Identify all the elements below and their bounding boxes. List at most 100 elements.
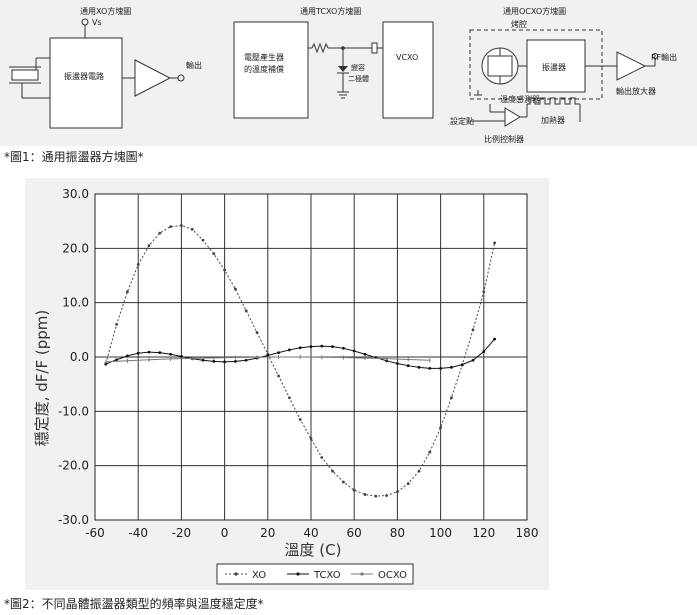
data-point-tcxo — [363, 352, 367, 356]
grid-lines — [95, 194, 527, 520]
data-point-xo — [126, 290, 129, 294]
ocxo-crystal-icon — [474, 47, 527, 96]
x-tick-label: -60 — [85, 526, 105, 540]
x-tick-label: 100 — [429, 526, 452, 540]
series-lines — [104, 224, 496, 498]
data-point-tcxo — [385, 359, 388, 363]
data-point-xo — [320, 456, 324, 459]
vcxo-label: VCXO — [396, 53, 418, 62]
block-diagram-svg: 通用XO方塊圖 Vs 振盪器電路 輸出 通用TCXO方塊圖 電壓產生器 的溫度補… — [9, 6, 677, 144]
data-point-tcxo — [201, 358, 205, 362]
data-point-tcxo — [158, 351, 162, 355]
data-point-tcxo — [180, 355, 183, 358]
data-point-tcxo — [406, 364, 410, 368]
data-point-tcxo — [428, 367, 432, 370]
data-point-xo — [331, 469, 334, 473]
data-point-tcxo — [471, 358, 475, 362]
x-tick-label: -20 — [172, 526, 192, 540]
xo-vs-label: Vs — [92, 18, 102, 27]
data-point-xo — [428, 450, 432, 454]
output-amp-label: 輸出放大器 — [616, 86, 656, 96]
y-tick-label: 10.0 — [62, 296, 89, 310]
x-axis-label: 溫度 (C) — [285, 541, 342, 559]
data-point-xo — [385, 494, 388, 497]
y-tick-label: -20.0 — [58, 459, 89, 473]
data-point-xo — [309, 437, 313, 440]
vcxo-block — [382, 21, 434, 119]
capacitor-icon — [371, 42, 383, 54]
data-point-tcxo — [212, 359, 216, 363]
resistor-icon — [308, 42, 372, 54]
data-point-tcxo — [147, 350, 151, 354]
data-point-tcxo — [320, 344, 324, 348]
y-tick-label: 30.0 — [62, 187, 89, 201]
tcxo-generator-block — [233, 21, 309, 119]
figure2-caption: *圖2：不同晶體振盪器類型的頻率與溫度穩定度* — [4, 597, 264, 611]
x-tick-label: 20 — [260, 526, 275, 540]
data-point-xo — [201, 238, 205, 242]
data-point-tcxo — [298, 346, 302, 350]
data-point-tcxo — [439, 367, 442, 370]
oven-enclosure — [469, 29, 603, 100]
xo-title: 通用XO方塊圖 — [80, 6, 131, 16]
legend-label-tcxo: TCXO — [313, 570, 341, 581]
ocxo-amplifier-icon — [616, 51, 647, 81]
x-tick-label: -40 — [128, 526, 148, 540]
crystal-icon — [9, 57, 50, 99]
data-point-tcxo — [288, 348, 291, 352]
x-tick-label: 40 — [303, 526, 318, 540]
figure1-caption: *圖1：通用振盪器方塊圖* — [4, 150, 144, 164]
data-point-tcxo — [234, 359, 237, 363]
y-axis-label: 穩定度, dF/F (ppm) — [33, 310, 51, 447]
data-point-tcxo — [277, 351, 280, 355]
data-point-xo — [406, 482, 410, 485]
xo-output-terminal — [177, 74, 185, 82]
y-tick-label: 20.0 — [62, 241, 89, 255]
data-point-xo — [234, 287, 237, 291]
data-point-xo — [115, 323, 118, 326]
x-tick-label: 180 — [516, 526, 539, 540]
data-point-xo — [223, 268, 227, 272]
data-point-xo — [169, 225, 173, 228]
y-tick-labels: 30.020.010.00.0-10.0-20.0-30.0 — [58, 187, 89, 527]
data-point-xo — [180, 224, 183, 227]
data-point-xo — [482, 290, 486, 294]
data-point-xo — [417, 469, 421, 473]
heater-label: 加熱器 — [541, 115, 565, 125]
data-point-tcxo — [493, 337, 496, 341]
data-point-tcxo — [244, 358, 248, 362]
data-point-xo — [288, 396, 291, 400]
data-point-xo — [471, 328, 475, 332]
data-point-xo — [136, 263, 140, 267]
x-tick-label: 80 — [390, 526, 405, 540]
data-point-tcxo — [169, 352, 173, 356]
rf-output-label: RF輸出 — [651, 52, 677, 62]
data-point-xo — [352, 488, 356, 492]
controller-amp-icon — [470, 104, 528, 127]
y-tick-label: -30.0 — [58, 513, 89, 527]
xo-oscillator-block — [49, 37, 123, 129]
oven-label: 烤腔 — [511, 19, 527, 29]
rf-output-terminal — [652, 53, 658, 59]
x-tick-label: 120 — [472, 526, 495, 540]
data-point-xo — [374, 494, 378, 498]
legend-marker-tcxo — [296, 572, 300, 576]
data-point-tcxo — [460, 363, 464, 367]
data-point-xo — [396, 490, 399, 494]
data-point-xo — [493, 241, 496, 245]
legend-marker-ocxo — [360, 572, 364, 576]
data-point-tcxo — [126, 354, 129, 358]
tcxo-generator-label-2: 的溫度補償 — [244, 64, 284, 74]
ocxo-oscillator-label: 振盪器 — [542, 62, 566, 72]
data-point-tcxo — [450, 365, 453, 369]
setpoint-label: 設定點 — [450, 116, 474, 126]
legend-box — [216, 563, 414, 585]
data-point-tcxo — [309, 345, 313, 349]
y-tick-label: -10.0 — [58, 404, 89, 418]
data-point-xo — [147, 244, 151, 248]
data-point-xo — [363, 493, 367, 496]
tcxo-generator-label-1: 電壓產生器 — [244, 52, 284, 62]
controller-label: 比例控制器 — [484, 134, 524, 144]
